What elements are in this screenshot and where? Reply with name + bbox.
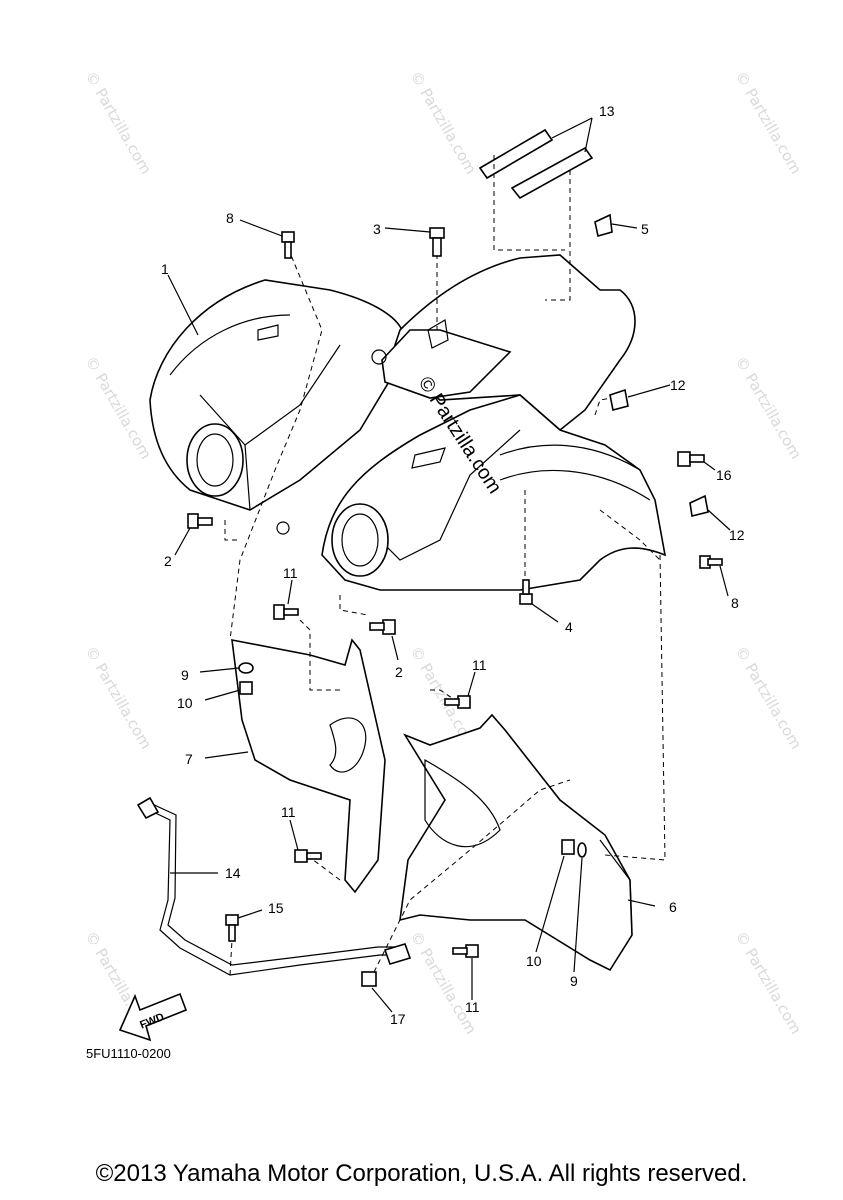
callout-number: 10 xyxy=(177,695,193,711)
rivet-icon xyxy=(594,213,613,238)
callout-number: 8 xyxy=(731,595,739,611)
bolt-icon xyxy=(429,227,445,257)
part-code: 5FU1110-0200 xyxy=(86,1046,171,1061)
bolt-icon xyxy=(225,914,239,942)
callout-number: 2 xyxy=(395,664,403,680)
watermark: © Partzilla.com xyxy=(82,643,155,752)
callout-number: 9 xyxy=(570,973,578,989)
callout-number: 9 xyxy=(181,667,189,683)
rivet-icon xyxy=(609,388,629,411)
bolt-icon xyxy=(294,849,322,863)
nut-icon xyxy=(239,681,253,695)
callout-number: 4 xyxy=(565,619,573,635)
callout-number: 7 xyxy=(185,751,193,767)
callout-number: 2 xyxy=(164,553,172,569)
assembly-lines xyxy=(224,245,666,981)
callout-number: 11 xyxy=(283,565,298,581)
rivet-icon xyxy=(689,494,709,517)
watermark: © Partzilla.com xyxy=(732,928,805,1037)
bolt-icon xyxy=(519,579,533,605)
watermark: © Partzilla.com xyxy=(732,353,805,462)
callout-number: 5 xyxy=(641,221,649,237)
leader-lines xyxy=(167,117,731,1013)
bolt-icon xyxy=(187,513,213,529)
parts-diagram: © Partzilla.com © Partzilla.com © Partzi… xyxy=(82,68,805,1042)
nut-icon xyxy=(561,839,575,855)
watermark: © Partzilla.com xyxy=(82,353,155,462)
callout-number: 11 xyxy=(465,999,480,1015)
callout-number: 14 xyxy=(225,865,241,881)
washer-icon xyxy=(577,842,587,858)
callout-number: 16 xyxy=(716,467,732,483)
washer-icon xyxy=(238,662,254,674)
copyright-footer: ©2013 Yamaha Motor Corporation, U.S.A. A… xyxy=(95,1160,748,1187)
watermark: © Partzilla.com xyxy=(732,643,805,752)
bolt-icon xyxy=(444,695,471,709)
mud-guard-part-7 xyxy=(231,638,386,894)
callout-number: 15 xyxy=(268,900,284,916)
mud-guard-part-6 xyxy=(399,713,633,972)
callout-number: 11 xyxy=(472,657,487,673)
callout-number: 12 xyxy=(729,527,745,543)
callout-number: 13 xyxy=(599,103,615,119)
callout-number: 10 xyxy=(526,953,542,969)
watermark: © Partzilla.com xyxy=(82,68,155,177)
strip-part-13 xyxy=(478,128,594,301)
callout-number: 3 xyxy=(373,221,381,237)
callout-number: 8 xyxy=(226,210,234,226)
front-fender-part-center xyxy=(321,254,667,591)
stay-part-14 xyxy=(136,796,412,976)
callout-number: 1 xyxy=(161,261,169,277)
callout-number: 17 xyxy=(390,1011,406,1027)
bolt-icon xyxy=(677,451,705,467)
bolt-icon xyxy=(699,555,723,569)
callout-number: 11 xyxy=(281,804,296,820)
bolt-icon xyxy=(369,619,396,635)
bolt-icon xyxy=(452,944,479,958)
callout-number: 12 xyxy=(670,377,686,393)
watermark: © Partzilla.com xyxy=(407,68,480,177)
callouts: 1 2 2 3 4 5 6 7 8 8 9 9 10 10 11 11 11 1… xyxy=(161,103,745,1027)
bolt-icon xyxy=(273,604,299,620)
watermark: © Partzilla.com xyxy=(732,68,805,177)
bolt-icon xyxy=(281,231,295,259)
callout-number: 6 xyxy=(669,899,677,915)
nut-icon xyxy=(361,971,377,987)
front-fender-part-1 xyxy=(149,279,403,535)
